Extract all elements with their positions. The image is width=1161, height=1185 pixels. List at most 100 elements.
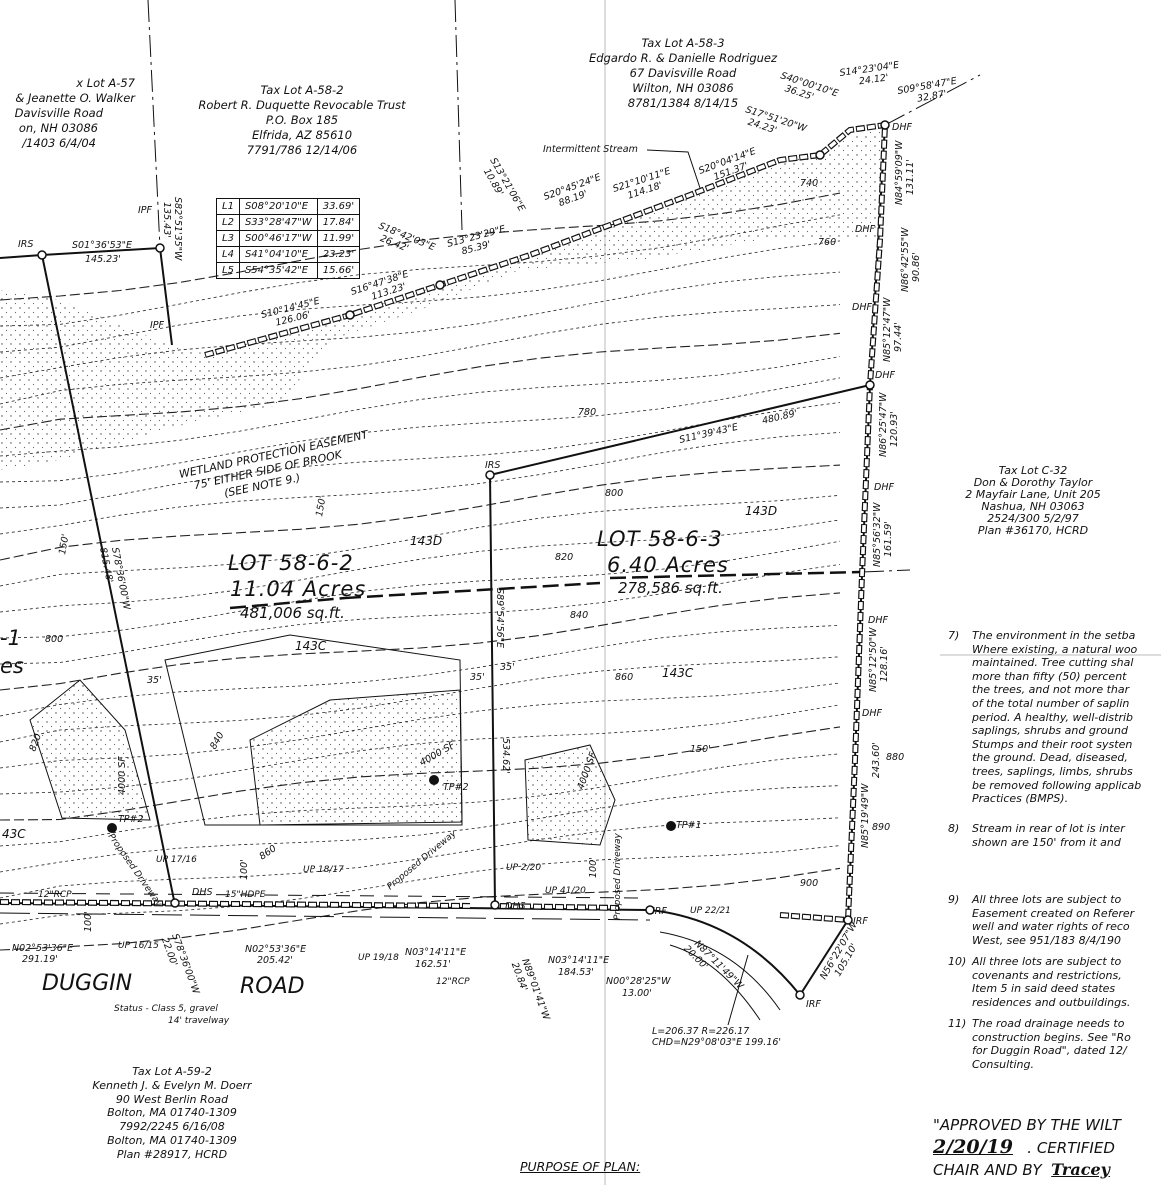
line-id: L2: [216, 214, 240, 231]
owner-line: 7992/2245 6/16/08: [119, 1120, 225, 1134]
distance: 480.89': [761, 408, 798, 427]
contour-line: [0, 785, 841, 873]
soil-label: 143C: [662, 666, 694, 680]
owner-line: Tax Lot A-58-3: [641, 36, 725, 50]
bearing: S89°54'56"E: [494, 588, 505, 648]
owner-line: P.O. Box 185: [265, 113, 339, 127]
contour-line: [0, 726, 841, 821]
line-id: L5: [216, 262, 240, 279]
utility-pole: UP 41/20: [545, 886, 586, 896]
note-number: 7): [948, 629, 960, 642]
bearing: N02°53'36"E: [12, 943, 73, 954]
distance: 24.12': [858, 72, 889, 87]
distance: 145.23': [85, 254, 121, 265]
setback-label: 100': [83, 911, 94, 932]
test-pit-label: TP#2: [443, 782, 469, 793]
lot-name: -1: [0, 626, 21, 650]
contour-lines: [0, 192, 841, 951]
approval-text: CHAIR AND BY: [933, 1161, 1042, 1179]
setback-label: 35': [470, 672, 485, 683]
frontage-line: [229, 570, 861, 610]
lot-area: 481,006 sq.ft.: [240, 604, 345, 622]
soil-labels: 143D 143D 143C 143C 43C: [2, 504, 777, 841]
iron-rod-set: [485, 470, 495, 480]
monument-label: IRF: [652, 906, 667, 917]
iron-pipe-found: [155, 243, 165, 253]
lot-line-58-6-3-north: [489, 384, 871, 476]
iron-rod-found: [795, 990, 805, 1000]
culvert-label: 12"RCP: [38, 890, 72, 900]
road-name: ROAD: [240, 974, 305, 999]
test-pit-label: TP#2: [118, 814, 144, 825]
utility-pole: UP 18/17: [303, 865, 344, 875]
distance: 184.53': [558, 967, 594, 978]
note-line: for Duggin Road", dated 12/: [972, 1044, 1127, 1058]
monument-label: IPF: [150, 320, 165, 331]
abutter-c-32: Tax Lot C-32 Don & Dorothy Taylor 2 Mayf…: [953, 465, 1113, 537]
owner-line: Davisville Road: [14, 106, 103, 120]
septic-area-label: 4000 SF: [117, 756, 128, 795]
abutter-a-57: x Lot A-57 & Jeanette O. Walker Davisvil…: [15, 76, 135, 151]
contour-label: 800: [605, 488, 623, 499]
note-line: period. A healthy, well-distrib: [972, 710, 1134, 724]
note-text: All three lots are subject to: [972, 955, 1122, 968]
monument-label: DHF: [862, 708, 882, 719]
note-line: Stumps and their root systen: [972, 737, 1133, 751]
road-edges: [0, 892, 781, 1021]
bearing: N03°14'11"E: [548, 955, 609, 966]
culvert-label: 12"RCP: [436, 977, 470, 987]
distance: 205.42': [257, 955, 293, 966]
note-line: Where existing, a natural woo: [972, 642, 1138, 656]
line-bearing: S54°35'42"E: [238, 262, 318, 279]
contour-label: 800: [45, 634, 63, 645]
owner-line: Robert R. Duquette Revocable Trust: [198, 98, 406, 112]
note-text: All three lots are subject to: [972, 893, 1122, 906]
iron-rod-set: [37, 250, 47, 260]
driveway-label: Proposed Driveway: [106, 832, 164, 909]
monuments: [37, 120, 890, 1000]
contour-line: [0, 192, 841, 301]
lot-acreage: es: [0, 654, 24, 678]
note-line: maintained. Tree cutting shal: [972, 656, 1134, 670]
contour-elevation-labels: 740 760 780 800 820 840 860 880 890 900 …: [27, 178, 904, 932]
owner-line: Nashua, NH 03063: [981, 500, 1085, 513]
utility-pole: UP 2/20: [506, 863, 541, 873]
contour-label: 840: [570, 610, 588, 621]
lot-acreage: 6.40 Acres: [607, 553, 729, 577]
north-boundary: [0, 246, 173, 346]
contour-label: 880: [886, 752, 904, 763]
wetland-area: [0, 125, 885, 470]
distance: 13.00': [622, 988, 652, 999]
distance: 243.60': [871, 742, 882, 778]
note-line: 10)All three lots are subject to: [948, 955, 1130, 969]
bearing: N84°59'09"W: [894, 140, 905, 205]
contour-line: [0, 682, 841, 769]
owner-line: 90 West Berlin Road: [115, 1092, 229, 1106]
contour-line: [0, 271, 841, 379]
soil-label: 43C: [2, 827, 26, 841]
note-line: saplings, shrubs and ground: [972, 724, 1129, 738]
contour-line: [0, 704, 841, 795]
note-line: Item 5 in said deed states: [972, 982, 1116, 996]
line-distance: 17.84': [316, 214, 361, 231]
distance: 97.44': [893, 322, 904, 352]
distance: 90.86': [911, 252, 922, 282]
owner-line: & Jeanette O. Walker: [15, 91, 135, 105]
monument-label: DHF: [855, 224, 875, 235]
owner-line: Elfrida, AZ 85610: [251, 128, 353, 142]
note-number: 9): [948, 893, 960, 906]
septic-area: [524, 744, 616, 846]
road-status: Status - Class 5, gravel: [114, 1004, 218, 1014]
line-id: L1: [216, 198, 240, 215]
note-line: West, see 951/183 8/4/190: [972, 933, 1122, 947]
septic-area: [29, 679, 151, 821]
contour-line: [0, 540, 841, 639]
setback-label: 150': [57, 533, 71, 555]
monument-label: IRS: [18, 239, 33, 250]
contour-label: 780: [578, 407, 596, 418]
driveway-label: Proposed Driveway: [613, 832, 623, 920]
